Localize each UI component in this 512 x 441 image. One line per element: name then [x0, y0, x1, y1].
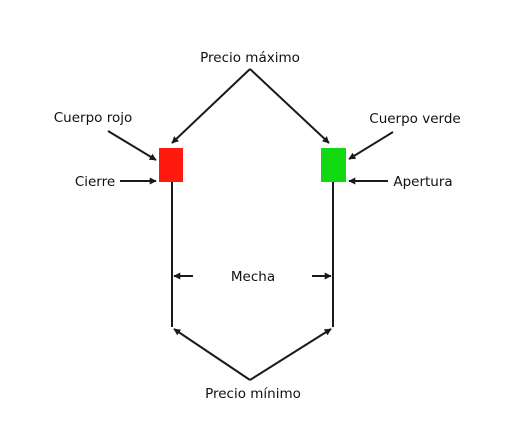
low-price-label: Precio mínimo [205, 386, 301, 402]
high-arrow-right [249, 68, 330, 144]
red-body-arrow [107, 130, 157, 161]
red-candle-body [159, 148, 183, 182]
low-arrow-left [173, 328, 251, 381]
wick-label: Mecha [231, 269, 275, 285]
high-price-label: Precio máximo [200, 50, 300, 66]
red-body-label: Cuerpo rojo [54, 110, 132, 126]
close-label: Cierre [75, 174, 115, 190]
low-arrow-right [249, 328, 332, 381]
green-body-label: Cuerpo verde [369, 111, 460, 127]
green-body-arrow [348, 131, 394, 160]
high-arrow-left [171, 68, 251, 144]
open-label: Apertura [393, 174, 452, 190]
green-candle-body [321, 148, 346, 182]
